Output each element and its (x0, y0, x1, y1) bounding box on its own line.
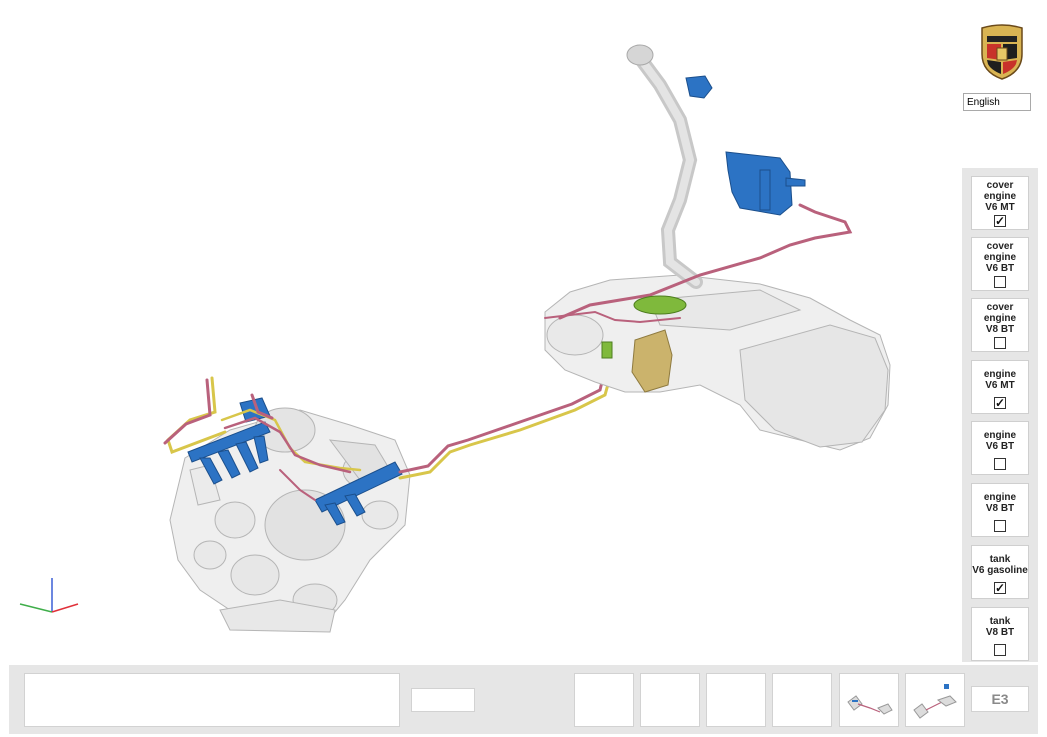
engine-fuel-lines (163, 376, 362, 501)
option-label-line: cover (986, 302, 1014, 313)
option-label-line: V8 BT (985, 627, 1015, 638)
option-label-line: V6 BT (985, 263, 1015, 274)
page-code-button[interactable]: E3 (971, 686, 1029, 712)
checkbox-checked[interactable]: ✓ (994, 582, 1006, 594)
purge-valve (685, 75, 713, 99)
view-thumbnail-2[interactable] (905, 673, 965, 727)
toolbar-button-2[interactable] (640, 673, 700, 727)
checkmark-icon: ✓ (995, 396, 1006, 410)
option-label-line: cover (986, 180, 1014, 191)
checkbox-unchecked[interactable] (994, 644, 1006, 656)
option-label-line: engine (983, 191, 1017, 202)
checkbox-unchecked[interactable] (994, 458, 1006, 470)
view-thumbnail-icon (913, 684, 957, 719)
option-label-line: engine (983, 492, 1017, 503)
checkbox-unchecked[interactable] (994, 337, 1006, 349)
option-label-line: tank (989, 554, 1011, 565)
option-label-line: engine (983, 252, 1017, 263)
filler-neck (626, 44, 703, 289)
fuel-tank (544, 274, 891, 451)
fuel-rail (187, 397, 403, 526)
checkbox-unchecked[interactable] (994, 276, 1006, 288)
info-panel (24, 673, 400, 727)
engine-block (169, 407, 411, 633)
option-label-line: tank (989, 616, 1011, 627)
3d-viewport[interactable] (0, 0, 955, 660)
checkbox-unchecked[interactable] (994, 520, 1006, 532)
carbon-canister (725, 151, 806, 216)
option-label-line: V6 MT (985, 380, 1015, 391)
checkbox-checked[interactable]: ✓ (994, 215, 1006, 227)
option-label-line: cover (986, 241, 1014, 252)
option-label-line: V8 BT (985, 324, 1015, 335)
language-select[interactable]: English (963, 93, 1031, 111)
option-label-line: V8 BT (985, 503, 1015, 514)
checkmark-icon: ✓ (995, 581, 1006, 595)
toolbar-button-3[interactable] (706, 673, 766, 727)
option-label-line: engine (983, 313, 1017, 324)
toolbar-button-4[interactable] (772, 673, 832, 727)
bottom-toolbar: E3 (9, 665, 1038, 734)
checkbox-checked[interactable]: ✓ (994, 397, 1006, 409)
option-label-line: V6 MT (985, 202, 1015, 213)
view-thumbnail-1[interactable] (839, 673, 899, 727)
porsche-crest-icon (979, 24, 1025, 80)
fuel-pump-module (601, 295, 687, 393)
option-label-line: V6 gasoline (972, 565, 1028, 576)
vent-lines (544, 203, 853, 324)
option-label-line: V6 BT (985, 441, 1015, 452)
small-field[interactable] (411, 688, 475, 712)
checkmark-icon: ✓ (995, 214, 1006, 228)
toolbar-button-1[interactable] (574, 673, 634, 727)
view-thumbnail-icon (847, 695, 893, 715)
option-label-line: engine (983, 430, 1017, 441)
axis-triad-icon (19, 578, 79, 613)
option-label-line: engine (983, 369, 1017, 380)
